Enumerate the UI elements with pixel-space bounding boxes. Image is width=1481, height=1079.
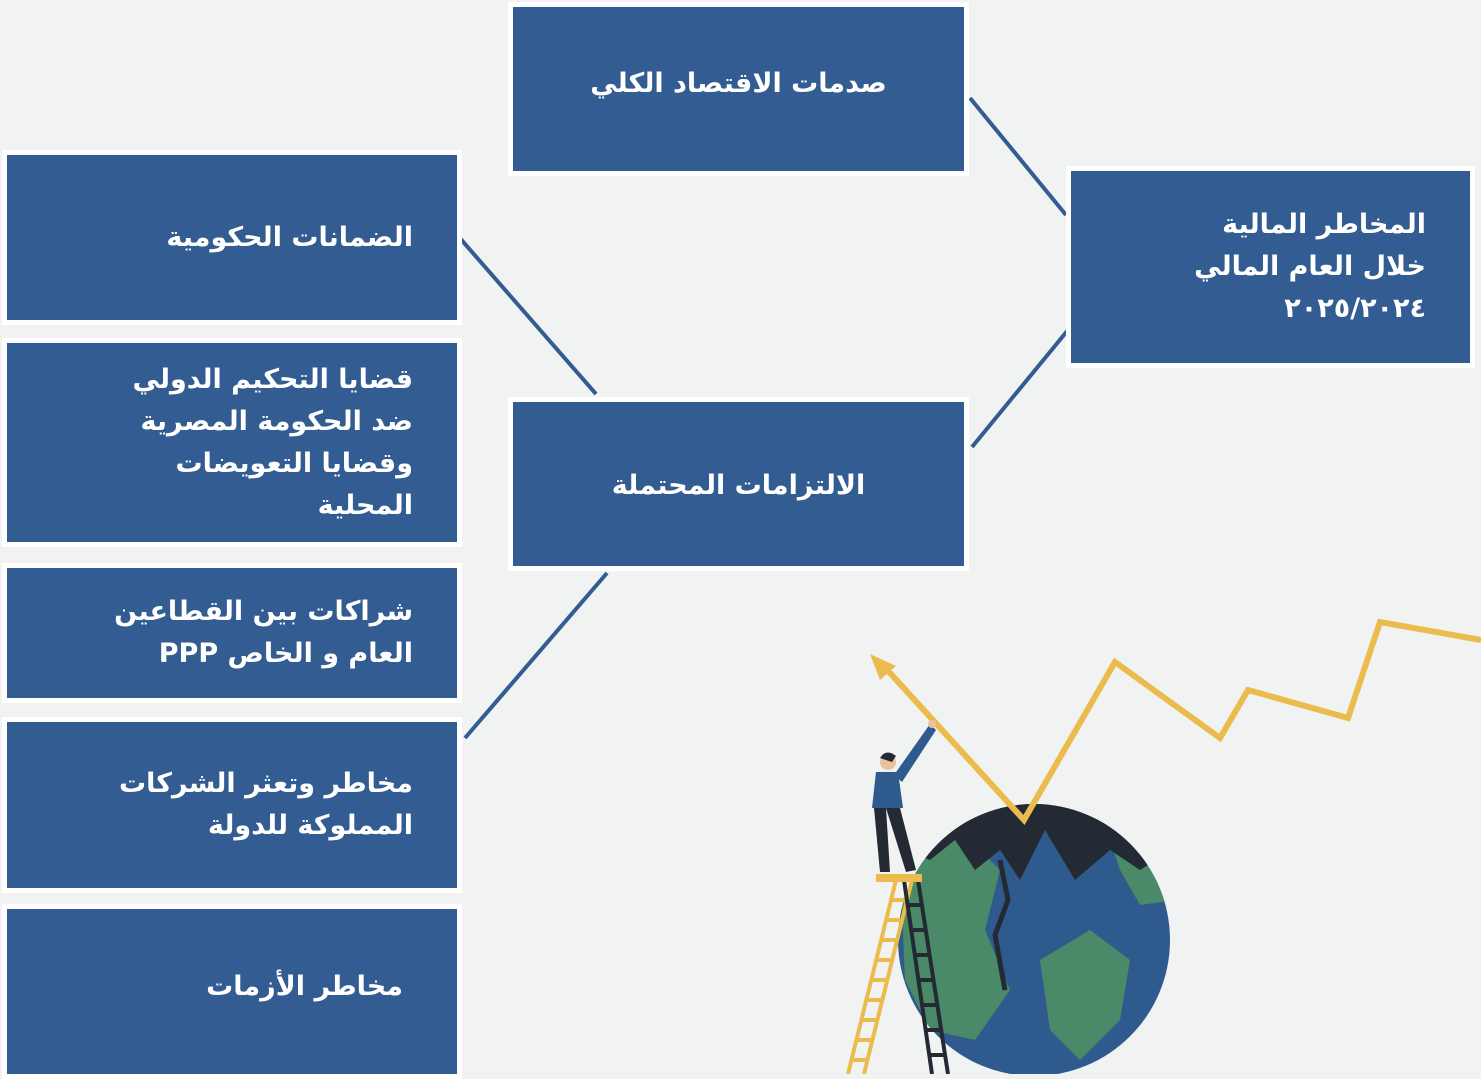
soe-risks-box: مخاطر وتعثر الشركات المملوكة للدولة [2,717,462,893]
ppp-line-1: شراكات بين القطاعين [114,596,413,627]
arbitration-line-3: وقضايا التعويضات [175,447,413,479]
person-icon [872,720,936,872]
connector-soe-contingent [463,571,609,740]
crisis-risks-box: مخاطر الأزمات [2,904,462,1079]
arbitration-line-2: ضد الحكومة المصرية [140,405,413,437]
ppp-line-2: العام و الخاص PPP [158,638,413,669]
arbitration-line-4: المحلية [317,489,413,521]
ladder-platform [876,874,922,882]
root-line-1: المخاطر المالية [1222,209,1426,240]
ladder-front [846,879,914,1074]
government-guarantees-box: الضمانات الحكومية [2,150,462,325]
ppp-box: شراكات بين القطاعين العام و الخاص PPP [2,563,462,703]
soe-line-2: المملوكة للدولة [207,810,413,841]
connector-macro-root [968,96,1068,217]
ladder-back [902,879,950,1074]
macro-shocks-label: صدمات الاقتصاد الكلي [590,68,887,99]
connector-contingent-root [970,328,1070,449]
contingent-liabilities-box: الالتزامات المحتملة [508,397,969,571]
arbitration-line-1: قضايا التحكيم الدولي [132,363,414,395]
arbitration-cases-box: قضايا التحكيم الدولي ضد الحكومة المصرية … [2,338,462,547]
trend-line [877,618,1481,826]
root-line-3: ٢٠٢٥/٢٠٢٤ [1284,293,1426,324]
guarantees-label: الضمانات الحكومية [166,221,413,253]
contingent-label: الالتزامات المحتملة [611,470,866,501]
crisis-label: مخاطر الأزمات [206,970,403,1002]
macro-shocks-box: صدمات الاقتصاد الكلي [508,2,969,176]
soe-line-1: مخاطر وتعثر الشركات [119,768,413,799]
root-fiscal-risks-box: المخاطر المالية خلال العام المالي ٢٠٢٥/٢… [1066,166,1475,368]
root-line-2: خلال العام المالي [1194,251,1426,282]
arrow-head-icon [870,654,896,680]
connector-guarantees-contingent [456,234,598,396]
